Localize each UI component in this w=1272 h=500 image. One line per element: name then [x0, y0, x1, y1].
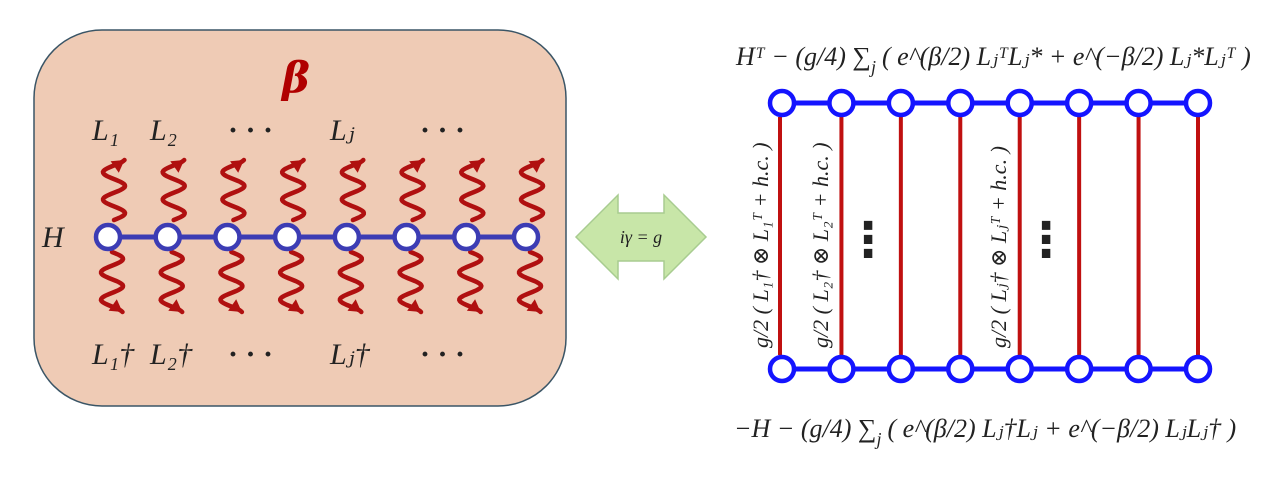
- incoming-wave-7: [458, 157, 486, 223]
- incoming-wave-5: [339, 157, 367, 223]
- top-site-1: [767, 88, 797, 118]
- outgoing-wave-7: [456, 249, 484, 315]
- rung-label-j: g/2 ( Lⱼ† ⊗ Lⱼᵀ + h.c. ): [986, 146, 1011, 348]
- bottom-hamiltonian-body: ( e^(β/2) Lⱼ†Lⱼ + e^(−β/2) LⱼLⱼ† ): [887, 414, 1236, 443]
- rung-label-2: g/2 ( L₂† ⊗ L₂ᵀ + h.c. ): [808, 142, 833, 348]
- incoming-wave-6: [399, 157, 426, 223]
- top-site-3: [886, 88, 916, 118]
- jump-label-ellipsis: · · ·: [228, 114, 273, 147]
- bottom-site-5: [1005, 354, 1034, 384]
- outgoing-wave-arrowhead-7: [466, 299, 481, 312]
- incoming-wave-arrowhead-1: [110, 160, 125, 173]
- outgoing-wave-arrowhead-5: [347, 299, 362, 312]
- mapping-arrow: iγ = g: [574, 193, 708, 281]
- bottom-jump-labels: L₁† L₂† · · · Lⱼ† · · ·: [91, 338, 465, 371]
- incoming-wave-4: [279, 157, 307, 223]
- jump-label-1: L₁: [91, 114, 119, 147]
- top-site-4: [946, 88, 975, 118]
- chain-site-5: [332, 222, 362, 252]
- hamiltonian-label: H: [41, 221, 66, 254]
- top-hamiltonian-head: Hᵀ − (g/4) ∑: [735, 42, 871, 71]
- rung-label-1: g/2 ( L₁† ⊗ L₁ᵀ + h.c. ): [748, 142, 773, 348]
- incoming-wave-3: [220, 157, 247, 223]
- outgoing-wave-8: [516, 249, 544, 315]
- top-hamiltonian: Hᵀ − (g/4) ∑j ( e^(β/2) LⱼᵀLⱼ* + e^(−β/2)…: [735, 42, 1251, 77]
- bottom-hamiltonian: −H − (g/4) ∑j ( e^(β/2) Lⱼ†Lⱼ + e^(−β/2) …: [734, 414, 1236, 449]
- incoming-wave-arrowhead-3: [230, 160, 244, 173]
- bottom-hamiltonian-head: −H − (g/4) ∑: [734, 414, 876, 443]
- bottom-hamiltonian-sub: j: [874, 429, 881, 449]
- outgoing-wave-arrowhead-3: [228, 299, 242, 312]
- incoming-wave-arrowhead-7: [468, 160, 483, 173]
- jump-label-j: Lⱼ: [329, 114, 355, 147]
- chain-site-4: [272, 222, 302, 252]
- top-hamiltonian-sub: j: [869, 57, 876, 77]
- double-arrow-icon: [574, 193, 708, 281]
- incoming-wave-2: [160, 157, 188, 223]
- bottom-site-2: [827, 354, 856, 384]
- jump-dagger-label-2: L₂†: [149, 338, 193, 371]
- incoming-wave-1: [100, 157, 128, 223]
- bottom-site-1: [767, 354, 797, 384]
- bottom-site-6: [1064, 354, 1094, 384]
- incoming-wave-8: [518, 157, 546, 223]
- rung-ellipses: ⋮ ⋮: [844, 212, 1070, 268]
- rung-ellipsis-2: ⋮: [1022, 212, 1070, 268]
- outgoing-wave-6: [397, 249, 424, 315]
- incoming-wave-arrowhead-6: [409, 160, 423, 173]
- arrow-label: iγ = g: [620, 227, 662, 247]
- jump-dagger-label-1: L₁†: [91, 338, 135, 371]
- jump-label-2: L₂: [149, 114, 177, 147]
- bottom-site-4: [946, 354, 975, 384]
- outgoing-wave-5: [337, 249, 365, 315]
- outgoing-wave-arrowhead-8: [526, 299, 541, 312]
- outgoing-wave-arrowhead-4: [287, 299, 302, 312]
- chain-site-6: [392, 222, 421, 252]
- outgoing-wave-arrowhead-2: [168, 299, 183, 312]
- beta-label: β: [280, 53, 310, 102]
- bottom-site-3: [886, 354, 916, 384]
- top-site-6: [1064, 88, 1094, 118]
- ladder-panel: Hᵀ − (g/4) ∑j( e^(β/2) LⱼᵀLⱼ* + e^(−β/2)…: [734, 42, 1251, 449]
- spin-chain: [93, 222, 541, 252]
- outgoing-wave-1: [98, 249, 126, 315]
- top-hamiltonian-body: ( e^(β/2) LⱼᵀLⱼ* + e^(−β/2) Lⱼ*Lⱼᵀ ): [882, 42, 1251, 71]
- rung-ellipsis-1: ⋮: [844, 212, 892, 268]
- top-site-8: [1183, 88, 1213, 118]
- dissipation-waves: [98, 157, 546, 315]
- chain-site-3: [213, 222, 242, 252]
- jump-dagger-label-ellipsis: · · ·: [228, 338, 273, 371]
- outgoing-wave-arrowhead-1: [108, 299, 123, 312]
- rung-coupling-labels: g/2 ( L₁† ⊗ L₁ᵀ + h.c. ) g/2 ( L₂† ⊗ L₂ᵀ…: [748, 142, 1011, 348]
- jump-dagger-label-ellipsis-2: · · ·: [420, 338, 465, 371]
- chain-site-1: [93, 222, 123, 252]
- chain-site-8: [511, 222, 541, 252]
- bottom-site-7: [1124, 354, 1153, 384]
- bottom-site-8: [1183, 354, 1213, 384]
- outgoing-wave-2: [158, 249, 186, 315]
- top-site-7: [1124, 88, 1153, 118]
- ladder-rungs: [778, 117, 1200, 355]
- incoming-wave-arrowhead-4: [289, 160, 304, 173]
- chain-site-2: [153, 222, 182, 252]
- incoming-wave-arrowhead-2: [170, 160, 185, 173]
- outgoing-wave-3: [218, 249, 245, 315]
- incoming-wave-arrowhead-5: [349, 160, 364, 173]
- open-system-panel: β L₁ L₂ · · · Lⱼ · · · L₁† L₂† · · · Lⱼ†…: [33, 29, 567, 407]
- top-site-5: [1005, 88, 1034, 118]
- outgoing-wave-4: [277, 249, 305, 315]
- jump-dagger-label-j: Lⱼ†: [329, 338, 371, 371]
- chain-site-7: [452, 222, 481, 252]
- top-site-2: [827, 88, 856, 118]
- incoming-wave-arrowhead-8: [528, 160, 543, 173]
- top-jump-labels: L₁ L₂ · · · Lⱼ · · ·: [91, 114, 465, 147]
- jump-label-ellipsis-2: · · ·: [420, 114, 465, 147]
- outgoing-wave-arrowhead-6: [407, 299, 421, 312]
- ladder-sites: [767, 88, 1213, 384]
